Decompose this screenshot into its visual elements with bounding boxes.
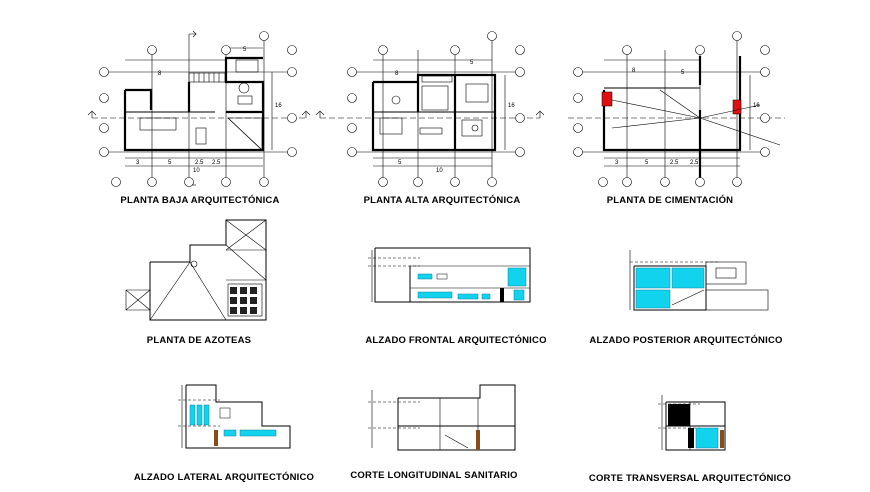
- alta-dim-side: 16: [508, 103, 515, 109]
- cim-dim-top: 8: [632, 68, 636, 74]
- label-alzado-posterior: ALZADO POSTERIOR ARQUITECTÓNICO: [589, 334, 782, 346]
- dim-bottom-3: 3: [136, 160, 140, 166]
- planta-baja-drawing: 8 5 3 5 2.5 2.5 10 16: [87, 30, 311, 187]
- corte-transversal-drawing: [658, 395, 726, 451]
- planta-azoteas-drawing: [125, 219, 267, 321]
- alta-dim-top-5: 5: [470, 60, 474, 66]
- cim-dim-bottom-25b: 2.5: [690, 160, 699, 166]
- label-corte-transversal: CORTE TRANSVERSAL ARQUITECTÓNICO: [589, 472, 791, 484]
- alzado-lateral-drawing: [178, 384, 291, 449]
- dim-bottom-5: 5: [168, 160, 172, 166]
- dim-bottom-10: 10: [193, 168, 200, 174]
- label-alzado-lateral: ALZADO LATERAL ARQUITECTÓNICO: [134, 471, 314, 483]
- cim-dim-bottom-3: 3: [615, 160, 619, 166]
- alzado-posterior-drawing: [629, 250, 769, 311]
- planta-cimentacion-drawing: 8 5 3 5 2.5 2.5 16: [568, 31, 785, 187]
- label-corte-longitudinal: CORTE LONGITUDINAL SANITARIO: [350, 470, 517, 481]
- cim-dim-bottom-5: 5: [645, 160, 649, 166]
- dim-bottom-2-5a: 2.5: [195, 160, 204, 166]
- dim-top-8: 8: [158, 71, 162, 77]
- label-planta-baja: PLANTA BAJA ARQUITECTÓNICA: [120, 194, 279, 206]
- corte-longitudinal-drawing: [368, 384, 516, 451]
- planta-alta-drawing: 8 5 5 10 16: [315, 31, 545, 187]
- label-planta-cimentacion: PLANTA DE CIMENTACIÓN: [607, 194, 733, 206]
- dim-bottom-2-5b: 2.5: [212, 160, 221, 166]
- label-alzado-frontal: ALZADO FRONTAL ARQUITECTÓNICO: [365, 334, 546, 346]
- label-planta-azoteas: PLANTA DE AZOTEAS: [147, 335, 251, 346]
- label-planta-alta: PLANTA ALTA ARQUITECTÓNICA: [364, 194, 521, 206]
- cim-dim-bottom-25: 2.5: [670, 160, 679, 166]
- cim-dim-side: 16: [753, 103, 760, 109]
- dim-side-16: 16: [275, 103, 282, 109]
- alta-dim-top: 8: [395, 71, 399, 77]
- alta-dim-bottom-10: 10: [436, 168, 443, 174]
- dim-top-5: 5: [243, 47, 247, 53]
- cim-dim-top-5: 5: [681, 70, 685, 76]
- alta-dim-bottom: 5: [398, 160, 402, 166]
- alzado-frontal-drawing: [368, 247, 531, 303]
